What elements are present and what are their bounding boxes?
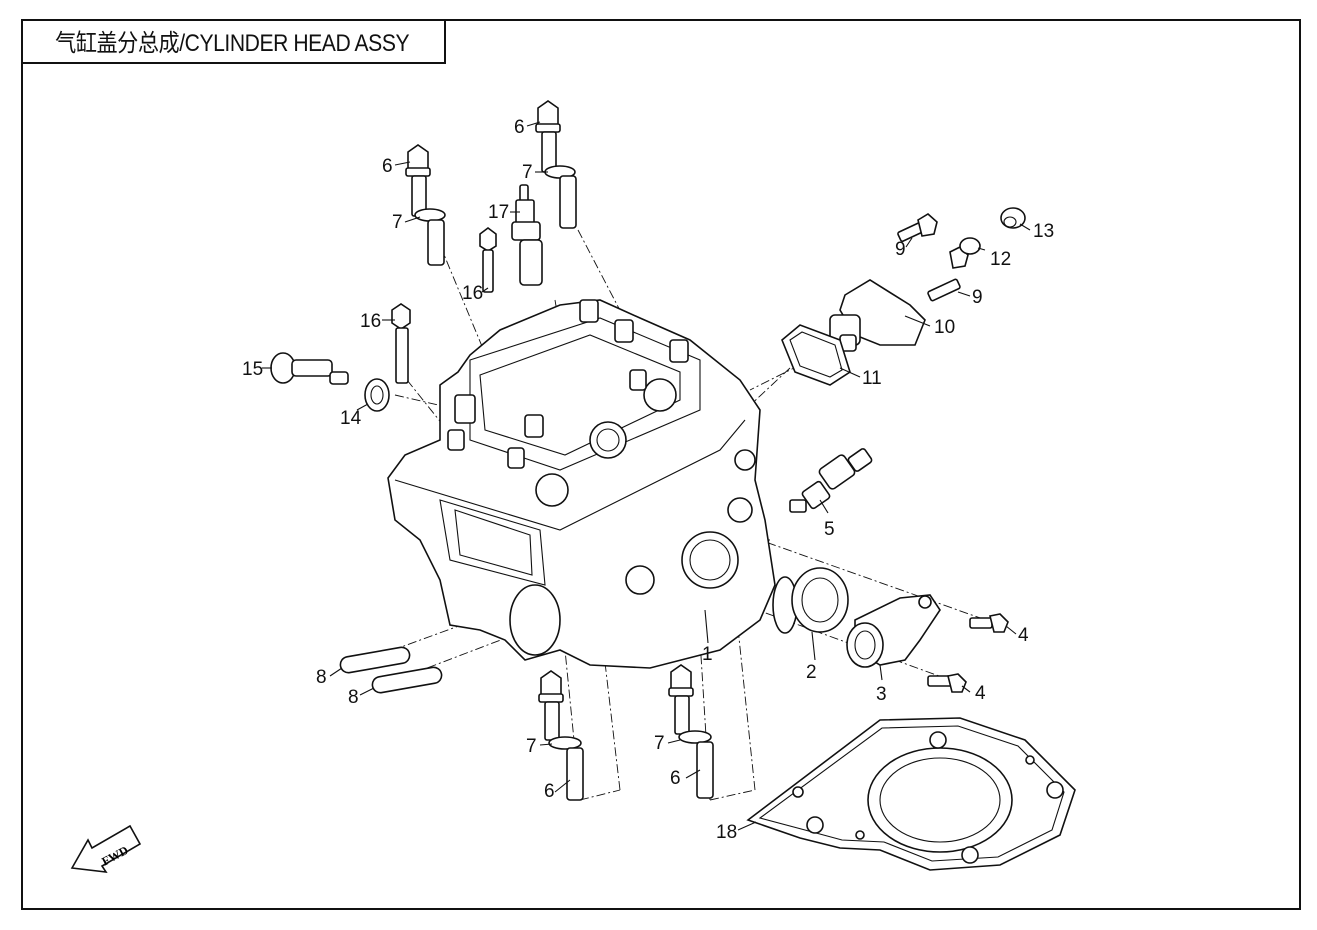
leader-lines bbox=[262, 121, 1031, 831]
callout-9-upper: 9 bbox=[895, 239, 906, 260]
fwd-arrow-icon: FWD bbox=[70, 824, 142, 873]
water-housing-3 bbox=[846, 594, 941, 668]
cap-13 bbox=[1000, 207, 1026, 229]
seal-14 bbox=[364, 378, 390, 412]
callout-16-lower: 16 bbox=[360, 311, 381, 332]
callout-1: 1 bbox=[702, 644, 713, 665]
diagram-title: 气缸盖分总成/CYLINDER HEAD ASSY bbox=[55, 30, 410, 57]
callout-18: 18 bbox=[716, 822, 737, 843]
bolt-9-lower bbox=[927, 246, 969, 302]
callout-3: 3 bbox=[876, 684, 887, 705]
callout-14: 14 bbox=[340, 408, 362, 429]
bolt-6-top-left bbox=[405, 144, 446, 266]
bolt-4-lower bbox=[927, 673, 967, 693]
title-box: 气缸盖分总成/CYLINDER HEAD ASSY bbox=[21, 19, 446, 64]
callout-4-upper: 4 bbox=[1018, 625, 1029, 646]
bolt-4-upper bbox=[969, 613, 1009, 633]
thermostat-2 bbox=[772, 567, 849, 634]
callout-6-bottom-right: 6 bbox=[670, 768, 681, 789]
drawing-frame bbox=[21, 19, 1301, 910]
bolt-6-top-right bbox=[535, 100, 577, 229]
callout-11: 11 bbox=[862, 368, 882, 389]
callout-8-lower: 8 bbox=[348, 687, 359, 708]
callout-4-lower: 4 bbox=[975, 683, 986, 704]
head-gasket-18 bbox=[746, 717, 1076, 871]
callout-12: 12 bbox=[990, 249, 1011, 270]
washer-7-bottom-right bbox=[678, 730, 712, 744]
bolt-16-upper bbox=[479, 227, 497, 293]
plug-15 bbox=[270, 352, 349, 385]
sensor-5 bbox=[789, 448, 873, 513]
callout-10: 10 bbox=[934, 317, 955, 338]
callout-17: 17 bbox=[488, 202, 509, 223]
bolt-6-bottom-right bbox=[668, 664, 714, 799]
callout-7-top-right: 7 bbox=[522, 162, 533, 183]
callout-15: 15 bbox=[242, 359, 263, 380]
callout-5: 5 bbox=[824, 519, 835, 540]
callout-7-bottom-left: 7 bbox=[526, 736, 537, 757]
callout-7-bottom-right: 7 bbox=[654, 733, 665, 754]
bolt-16-lower bbox=[391, 303, 411, 384]
callout-6-top-left: 6 bbox=[382, 156, 393, 177]
callout-8-upper: 8 bbox=[316, 667, 327, 688]
callout-13: 13 bbox=[1033, 221, 1054, 242]
washer-7-bottom-left bbox=[548, 736, 582, 750]
dowel-pin-8-upper bbox=[339, 646, 411, 674]
callout-2: 2 bbox=[806, 662, 817, 683]
gasket-11 bbox=[781, 324, 851, 386]
washer-12 bbox=[959, 237, 981, 255]
callout-labels: 1 2 3 4 4 5 6 6 6 6 7 7 7 7 8 8 9 9 10 1… bbox=[242, 117, 1054, 843]
cylinder-head-body bbox=[387, 299, 776, 669]
callout-9-lower: 9 bbox=[972, 287, 983, 308]
callout-7-top-left: 7 bbox=[392, 212, 403, 233]
dowel-pin-8-lower bbox=[371, 666, 443, 694]
bolt-6-bottom-left bbox=[538, 670, 584, 801]
callout-16-upper: 16 bbox=[462, 283, 483, 304]
callout-6-top-right: 6 bbox=[514, 117, 525, 138]
tensioner-10 bbox=[829, 279, 926, 352]
spark-plug-17 bbox=[511, 184, 543, 286]
callout-6-bottom-left: 6 bbox=[544, 781, 555, 802]
bolt-9-upper bbox=[897, 213, 938, 243]
